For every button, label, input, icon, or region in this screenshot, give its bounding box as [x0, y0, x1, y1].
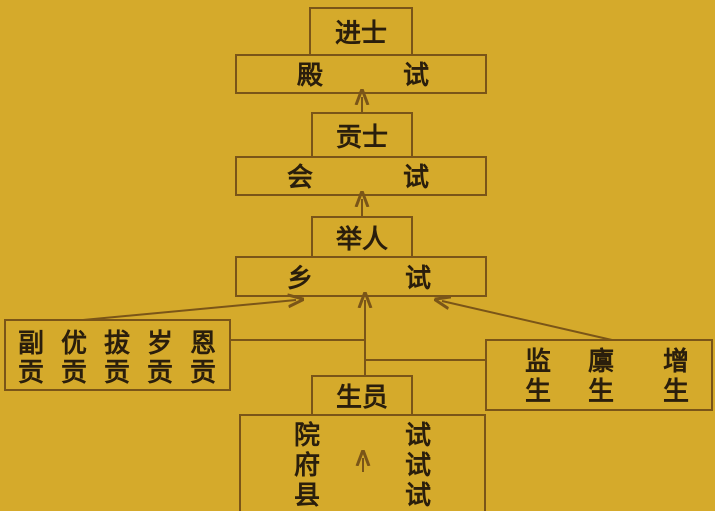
gong-bottom-1: 贡	[18, 358, 44, 388]
juren-label: 举人	[335, 224, 388, 255]
jinshi-label: 进士	[335, 19, 387, 49]
arrow-sheng-to-xiangshi	[442, 301, 613, 341]
sheng-bottom-3: 生	[663, 377, 689, 407]
huishi-node: 会 试	[235, 156, 487, 196]
local-exam-left-1: 院	[294, 420, 320, 451]
xiangshi-node: 乡 试	[235, 256, 487, 297]
shengyuan-label: 生员	[336, 383, 388, 413]
gong-top-2: 优	[61, 329, 87, 359]
local-exams-node: 院 府 县 试 试 试	[239, 414, 486, 511]
gong-bottom-5: 贡	[190, 358, 216, 388]
dianshi-char-2: 试	[403, 61, 429, 91]
gong-bottom-4: 贡	[147, 358, 173, 388]
dianshi-node: 殿 试	[235, 54, 487, 94]
sheng-bottom-2: 生	[588, 377, 614, 407]
xiangshi-char-2: 试	[405, 264, 431, 294]
local-exam-left-2: 府	[294, 450, 320, 481]
gong-top-3: 拔	[104, 329, 131, 359]
sheng-top-1: 监	[525, 347, 551, 377]
shengyuan-node: 生员	[311, 375, 413, 416]
local-exam-right-1: 试	[405, 421, 431, 451]
gong-top-4: 岁	[147, 328, 173, 359]
gongshi-label: 贡士	[336, 123, 388, 153]
local-exam-left-3: 县	[294, 481, 320, 511]
gong-bottom-3: 贡	[104, 358, 130, 388]
gong-node: 副 优 拔 岁 恩 贡 贡 贡 贡 贡	[4, 319, 231, 391]
dianshi-char-1: 殿	[296, 61, 323, 91]
gong-top-5: 恩	[190, 329, 216, 359]
gong-top-1: 副	[18, 329, 44, 359]
jinshi-node: 进士	[309, 7, 413, 56]
local-exam-right-2: 试	[405, 451, 431, 481]
juren-node: 举人	[311, 216, 413, 258]
sheng-node: 监 廪 增 生 生 生	[485, 339, 713, 411]
huishi-char-2: 试	[403, 163, 429, 193]
sheng-bottom-1: 生	[525, 377, 551, 407]
arrow-gong-to-xiangshi	[82, 300, 296, 321]
local-exam-right-3: 试	[405, 481, 431, 511]
gongshi-node: 贡士	[311, 112, 413, 158]
xiangshi-char-1: 乡	[287, 264, 313, 294]
gong-bottom-2: 贡	[61, 358, 87, 388]
sheng-top-2: 廪	[588, 346, 614, 377]
sheng-top-3: 增	[663, 346, 689, 377]
huishi-char-1: 会	[287, 163, 313, 193]
